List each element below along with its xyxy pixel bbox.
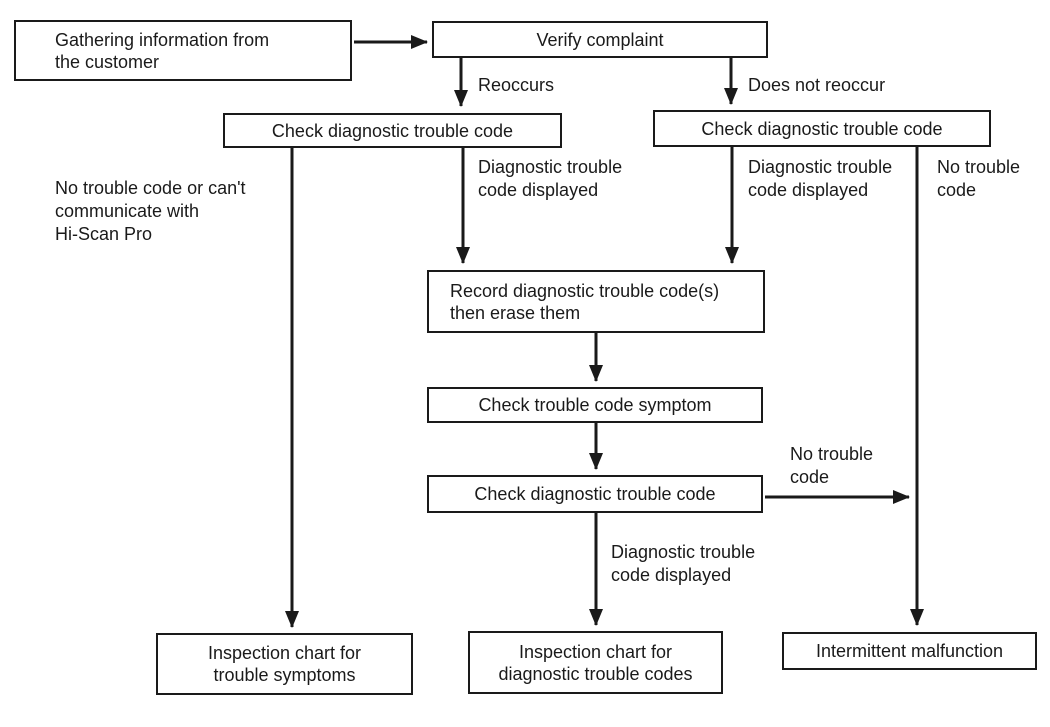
text-line: Inspection chart for [518, 641, 673, 662]
text-line: code [790, 467, 830, 487]
text-line: Verify complaint [536, 29, 664, 50]
text-line: Gathering information from [55, 29, 270, 50]
text-line: Check diagnostic trouble code [474, 484, 716, 504]
edge-label-does-not-reoccur: Does not reoccur [748, 74, 885, 97]
text-line: diagnostic trouble codes [498, 663, 693, 684]
edge-label-reoccurs: Reoccurs [478, 74, 554, 97]
text-line: Diagnostic trouble [478, 157, 623, 177]
text-line: the customer [55, 51, 160, 72]
node-inspection-chart-trouble-symptoms: Inspection chart for trouble symptoms [156, 633, 413, 695]
edge-label-no-trouble-code-hiscan: No trouble code or can't communicate wit… [55, 177, 246, 246]
text-line: No trouble [790, 444, 874, 464]
node-verify-complaint: Verify complaint [432, 21, 768, 58]
edge-label-no-trouble-code-mid: No trouble code [790, 443, 873, 489]
edge-label-dtc-displayed-right: Diagnostic trouble code displayed [748, 156, 892, 202]
text-line: Check diagnostic trouble code [271, 120, 514, 141]
text-line: code displayed [478, 180, 599, 200]
text-line: No trouble [937, 157, 1021, 177]
text-line: Reoccurs [478, 75, 555, 95]
text-line: Check trouble code symptom [478, 395, 712, 415]
node-inspection-chart-dtc: Inspection chart for diagnostic trouble … [468, 631, 723, 694]
text-line: code displayed [748, 180, 869, 200]
edge-label-no-trouble-code-right: No trouble code [937, 156, 1020, 202]
text-line: trouble symptoms [213, 665, 356, 685]
text-line: Intermittent malfunction [815, 641, 1004, 661]
edge-label-dtc-displayed-bottom: Diagnostic trouble code displayed [611, 541, 755, 587]
node-record-erase-dtc: Record diagnostic trouble code(s) then e… [427, 270, 765, 333]
text-line: Check diagnostic trouble code [701, 118, 943, 139]
text-line: Does not reoccur [748, 75, 886, 95]
text-line: then erase them [450, 302, 581, 323]
text-line: communicate with [55, 201, 200, 221]
text-line: Hi-Scan Pro [55, 224, 153, 244]
text-line: Diagnostic trouble [748, 157, 893, 177]
text-line: code [937, 180, 977, 200]
node-check-dtc-right: Check diagnostic trouble code [653, 110, 991, 147]
node-gathering-information: Gathering information from the customer [14, 20, 352, 81]
text-line: code displayed [611, 565, 732, 585]
node-check-dtc-final: Check diagnostic trouble code [427, 475, 763, 513]
node-check-trouble-code-symptom: Check trouble code symptom [427, 387, 763, 423]
text-line: Record diagnostic trouble code(s) [450, 280, 720, 301]
text-line: No trouble code or can't [55, 178, 246, 198]
edge-label-dtc-displayed-left: Diagnostic trouble code displayed [478, 156, 622, 202]
node-intermittent-malfunction: Intermittent malfunction [782, 632, 1037, 670]
text-line: Diagnostic trouble [611, 542, 756, 562]
node-check-dtc-left: Check diagnostic trouble code [223, 113, 562, 148]
text-line: Inspection chart for [207, 643, 362, 663]
